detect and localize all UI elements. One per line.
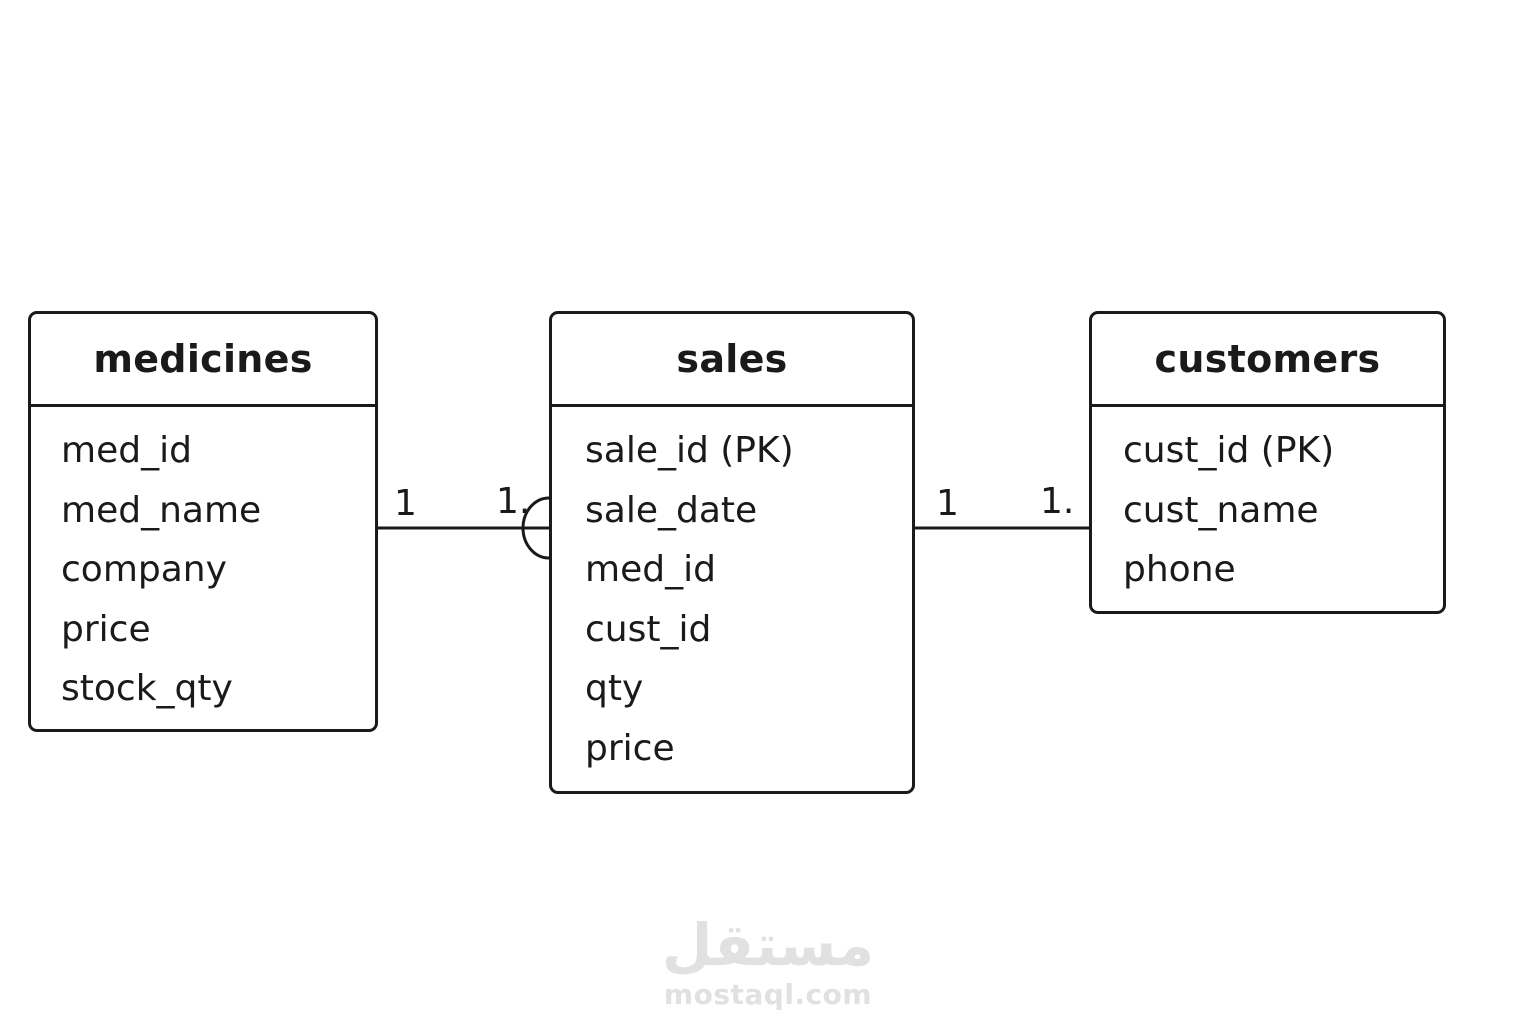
field-med-id: med_id bbox=[585, 549, 716, 591]
watermark-logo: مستقل bbox=[661, 911, 875, 979]
field-sale-date: sale_date bbox=[585, 489, 758, 531]
entity-title-sales: sales bbox=[552, 314, 912, 407]
field-cust-id: cust_id (PK) bbox=[1123, 430, 1335, 471]
entity-fields-sales: sale_id (PK) sale_date med_id cust_id qt… bbox=[552, 407, 912, 785]
entity-fields-medicines: med_id med_name company price stock_qty bbox=[31, 407, 375, 725]
entity-title-customers: customers bbox=[1092, 314, 1443, 407]
field-stock-qty: stock_qty bbox=[61, 668, 233, 710]
cardinality-customers-side: 1. bbox=[1040, 481, 1075, 522]
field-sale-id: sale_id (PK) bbox=[585, 430, 794, 471]
field-price: price bbox=[585, 727, 675, 769]
field-qty: qty bbox=[585, 668, 644, 710]
field-phone: phone bbox=[1123, 549, 1236, 591]
entity-medicines: medicines med_id med_name company price … bbox=[28, 311, 378, 732]
field-cust-name: cust_name bbox=[1123, 489, 1319, 531]
watermark: مستقل mostaql.com bbox=[0, 910, 1536, 1010]
field-company: company bbox=[61, 549, 227, 591]
watermark-url: mostaql.com bbox=[663, 978, 873, 1011]
field-med-id: med_id bbox=[61, 430, 192, 471]
field-cust-id: cust_id bbox=[585, 608, 712, 650]
field-med-name: med_name bbox=[61, 489, 262, 531]
cardinality-sales-side-right: 1 bbox=[936, 483, 959, 524]
cardinality-sales-side-left: 1. bbox=[496, 481, 531, 522]
entity-title-medicines: medicines bbox=[31, 314, 375, 407]
field-price: price bbox=[61, 608, 151, 650]
cardinality-medicines-side: 1 bbox=[394, 483, 417, 524]
entity-fields-customers: cust_id (PK) cust_name phone bbox=[1092, 407, 1443, 606]
entity-customers: customers cust_id (PK) cust_name phone bbox=[1089, 311, 1446, 614]
entity-sales: sales sale_id (PK) sale_date med_id cust… bbox=[549, 311, 915, 794]
